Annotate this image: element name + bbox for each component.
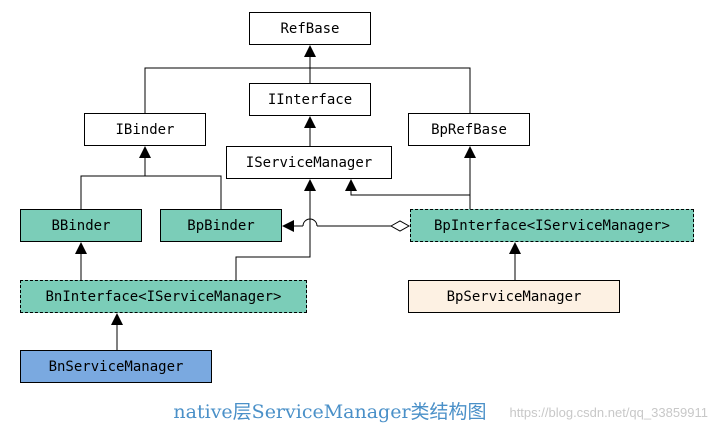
arrow-to-bpbinder [282,220,294,232]
node-iservicemanager: IServiceManager [226,146,392,179]
arrow-to-iinterface [304,116,316,128]
arrow-bp-to-iservicemanager [345,179,357,191]
node-bpbinder: BpBinder [160,209,282,242]
arrow-to-bpinterface [509,242,521,254]
edge-ibinder-branches [80,175,222,209]
edge-line-hop [302,218,318,227]
node-bpinterface: BpInterface<IServiceManager> [410,209,694,242]
edge-refbase-branches [144,67,471,113]
node-bninterface: BnInterface<IServiceManager> [20,280,307,313]
node-bnservicemanager: BnServiceManager [20,350,212,383]
diagram-caption: native层ServiceManager类结构图 [173,400,487,423]
node-refbase: RefBase [249,12,371,45]
arrow-bn-to-iservicemanager [304,179,316,191]
arrow-to-bbinder [75,242,87,254]
node-bprefbase: BpRefBase [408,113,530,146]
node-iinterface: IInterface [249,83,371,116]
arrow-to-bprefbase [464,146,476,158]
arrow-to-refbase [304,45,316,57]
edge-bpinterface-iservicemanager [350,191,470,196]
node-ibinder: IBinder [84,113,206,146]
arrow-to-bninterface [111,313,123,325]
aggregation-diamond [389,220,411,232]
edge-bninterface-iservicemanager [235,191,311,280]
watermark: https://blog.csdn.net/qq_33859911 [509,404,708,420]
node-bbinder: BBinder [20,209,142,242]
node-bpservicemanager: BpServiceManager [408,280,620,313]
arrow-to-ibinder [139,146,151,158]
